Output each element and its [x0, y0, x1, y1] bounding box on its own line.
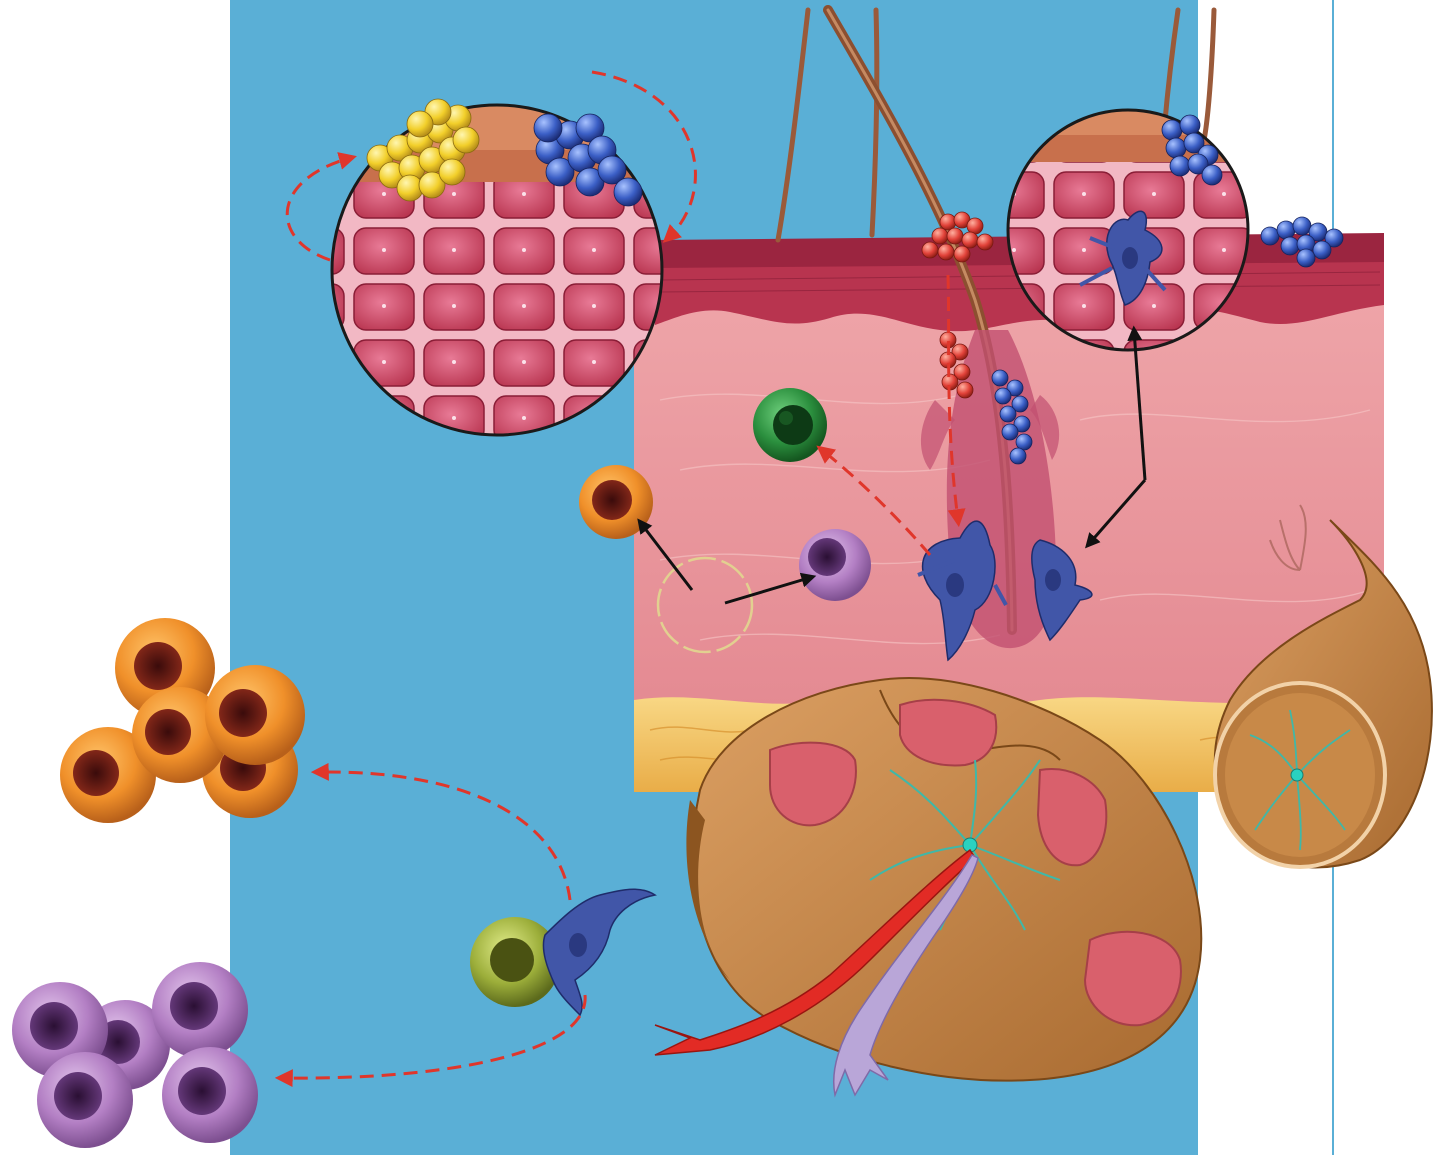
t-cell-icon [205, 665, 305, 765]
dendritic-cell-icon [543, 889, 655, 1015]
t-cell-icon [579, 465, 653, 539]
b-cell-icon [37, 1052, 133, 1148]
antigen-presentation-pair [470, 889, 655, 1015]
b-cell-cluster [12, 962, 258, 1148]
magnified-epidermis-icon [332, 99, 662, 440]
b-cell-icon [799, 529, 871, 601]
t-cell-cluster [60, 618, 305, 823]
t-cell-icon [753, 388, 827, 462]
b-cell-icon [152, 962, 248, 1058]
b-cell-icon [162, 1047, 258, 1143]
